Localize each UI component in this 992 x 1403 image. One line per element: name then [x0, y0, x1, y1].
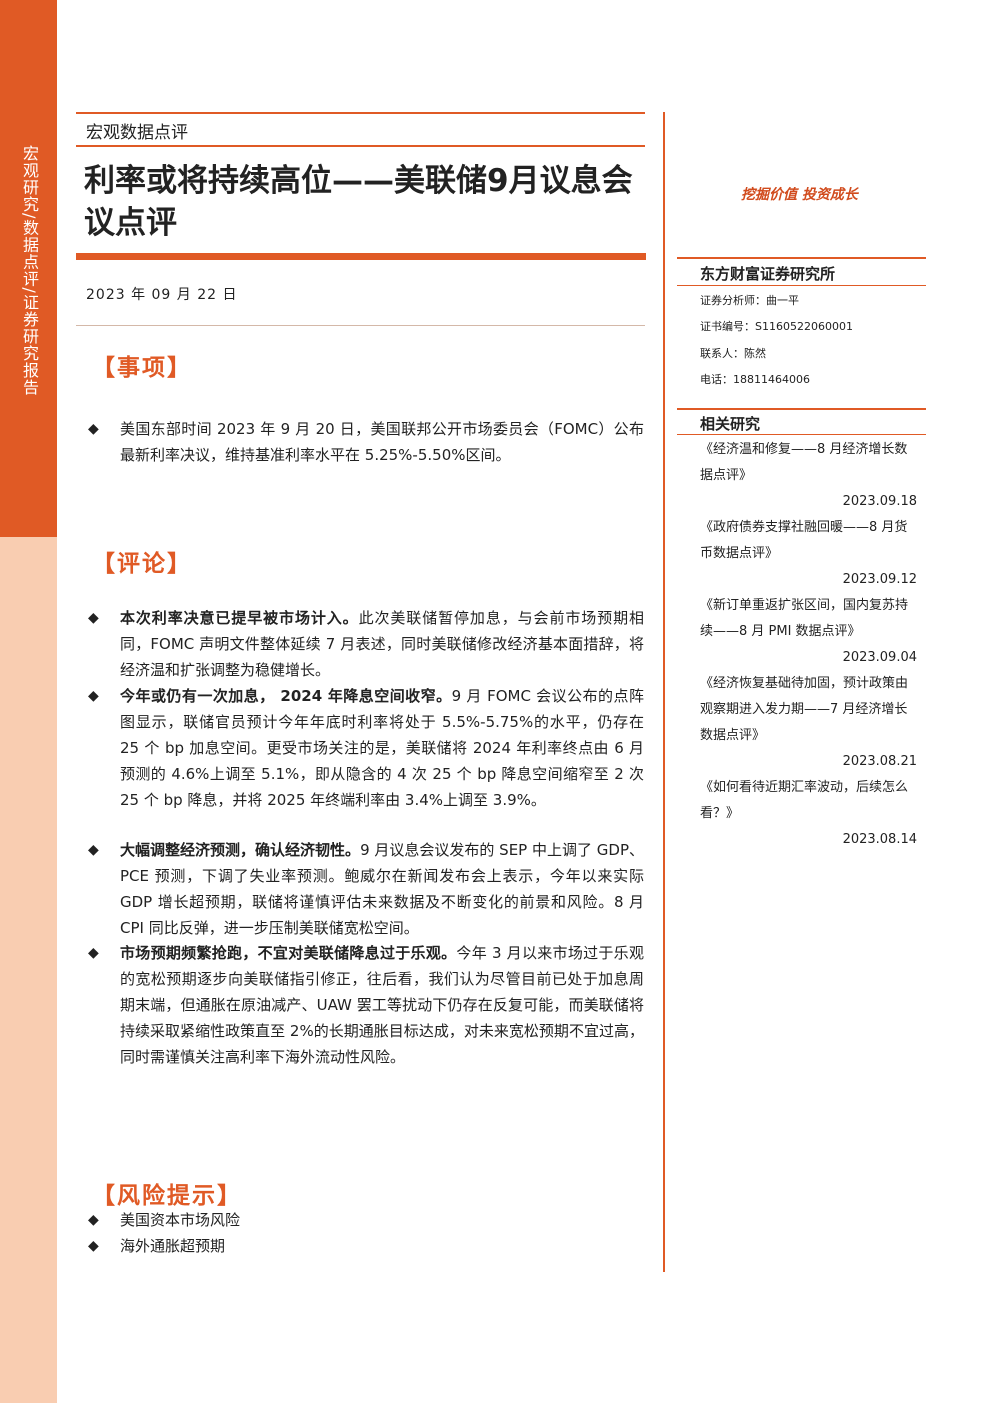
page-title: 利率或将持续高位——美联储9月议息会议点评	[84, 163, 633, 241]
diamond-bullet-icon: ◆	[88, 610, 99, 626]
item-lead: 今年或仍有一次加息， 2024 年降息空间收窄。	[120, 687, 452, 705]
list-item: ◆ 海外通胀超预期	[88, 1233, 644, 1259]
related-item-date: 2023.09.04	[842, 650, 917, 665]
org-rule-top	[677, 257, 926, 259]
diamond-bullet-icon: ◆	[88, 945, 99, 961]
section-heading-risk: 【风险提示】	[92, 1183, 242, 1209]
related-item-date: 2023.09.12	[842, 572, 917, 587]
related-item-title[interactable]: 《经济恢复基础待加固，预计政策由观察期进入发力期——7 月经济增长数据点评》	[700, 676, 909, 743]
section-heading-event: 【事项】	[92, 355, 192, 381]
item-lead: 市场预期频繁抢跑，不宜对美联储降息过于乐观。	[120, 944, 457, 962]
diamond-bullet-icon: ◆	[88, 688, 99, 704]
item-text: 9 月议息会议发布的 SEP 中上调了 GDP、PCE 预测，下调了失业率预测。…	[120, 841, 644, 937]
phone: 电话：18811464006	[700, 373, 810, 386]
related-item-title[interactable]: 《新订单重返扩张区间，国内复苏持续——8 月 PMI 数据点评》	[700, 598, 909, 639]
related-rule-top	[677, 408, 926, 410]
item-lead: 大幅调整经济预测，确认经济韧性。	[120, 841, 361, 859]
item-lead: 本次利率决意已提早被市场计入。	[120, 609, 359, 627]
list-item: ◆ 美国资本市场风险	[88, 1207, 644, 1233]
item-text: 美国资本市场风险	[120, 1211, 241, 1229]
header-rule-top	[76, 112, 645, 114]
item-text: 海外通胀超预期	[120, 1237, 226, 1255]
report-date: 2023 年 09 月 22 日	[86, 287, 238, 303]
list-item: ◆ 大幅调整经济预测，确认经济韧性。9 月议息会议发布的 SEP 中上调了 GD…	[88, 837, 644, 941]
org-name: 东方财富证券研究所	[700, 265, 836, 283]
list-item: ◆ 本次利率决意已提早被市场计入。此次美联储暂停加息，与会前市场预期相同，FOM…	[88, 605, 644, 683]
item-text: 此次美联储暂停加息，与会前市场预期相同，FOMC 声明文件整体延续 7 月表述，…	[120, 609, 644, 679]
diamond-bullet-icon: ◆	[88, 1212, 99, 1228]
list-item: ◆ 市场预期频繁抢跑，不宜对美联储降息过于乐观。今年 3 月以来市场过于乐观的宽…	[88, 940, 644, 1070]
analyst: 证券分析师：曲一平	[700, 294, 799, 307]
contact: 联系人：陈然	[700, 347, 766, 360]
header-rule-under-category	[76, 145, 645, 147]
section-heading-comment: 【评论】	[92, 551, 192, 577]
sidebar-label: 宏观研究/数据点评/证券研究报告	[20, 145, 39, 396]
sidebar-band-light	[0, 537, 57, 1403]
slogan: 挖掘价值 投资成长	[741, 187, 858, 203]
related-item-title[interactable]: 《经济温和修复——8 月经济增长数据点评》	[700, 442, 908, 483]
related-heading: 相关研究	[700, 415, 761, 433]
related-item-date: 2023.08.21	[842, 754, 917, 769]
report-category: 宏观数据点评	[86, 123, 188, 143]
list-item: ◆ 今年或仍有一次加息， 2024 年降息空间收窄。9 月 FOMC 会议公布的…	[88, 683, 644, 813]
item-text: 美国东部时间 2023 年 9 月 20 日，美国联邦公开市场委员会（FOMC）…	[120, 420, 644, 464]
sidebar-band	[0, 0, 57, 537]
related-item-title[interactable]: 《政府债券支撑社融回暖——8 月货币数据点评》	[700, 520, 908, 561]
item-text: 今年 3 月以来市场过于乐观的宽松预期逐步向美联储指引修正，往后看，我们认为尽管…	[120, 944, 644, 1066]
related-rule-bottom	[677, 434, 926, 435]
column-divider	[663, 112, 665, 1272]
related-item-date: 2023.09.18	[842, 494, 917, 509]
item-text: 9 月 FOMC 会议公布的点阵图显示，联储官员预计今年年底时利率将处于 5.5…	[120, 687, 644, 809]
diamond-bullet-icon: ◆	[88, 421, 99, 437]
related-item-date: 2023.08.14	[842, 832, 917, 847]
org-rule-bottom	[677, 285, 926, 286]
date-rule	[76, 325, 645, 326]
cert-number: 证书编号：S1160522060001	[700, 320, 853, 333]
list-item: ◆ 美国东部时间 2023 年 9 月 20 日，美国联邦公开市场委员会（FOM…	[88, 416, 644, 468]
header-rule-thick	[76, 253, 646, 260]
diamond-bullet-icon: ◆	[88, 842, 99, 858]
related-item-title[interactable]: 《如何看待近期汇率波动，后续怎么看？》	[700, 780, 909, 821]
diamond-bullet-icon: ◆	[88, 1238, 99, 1254]
